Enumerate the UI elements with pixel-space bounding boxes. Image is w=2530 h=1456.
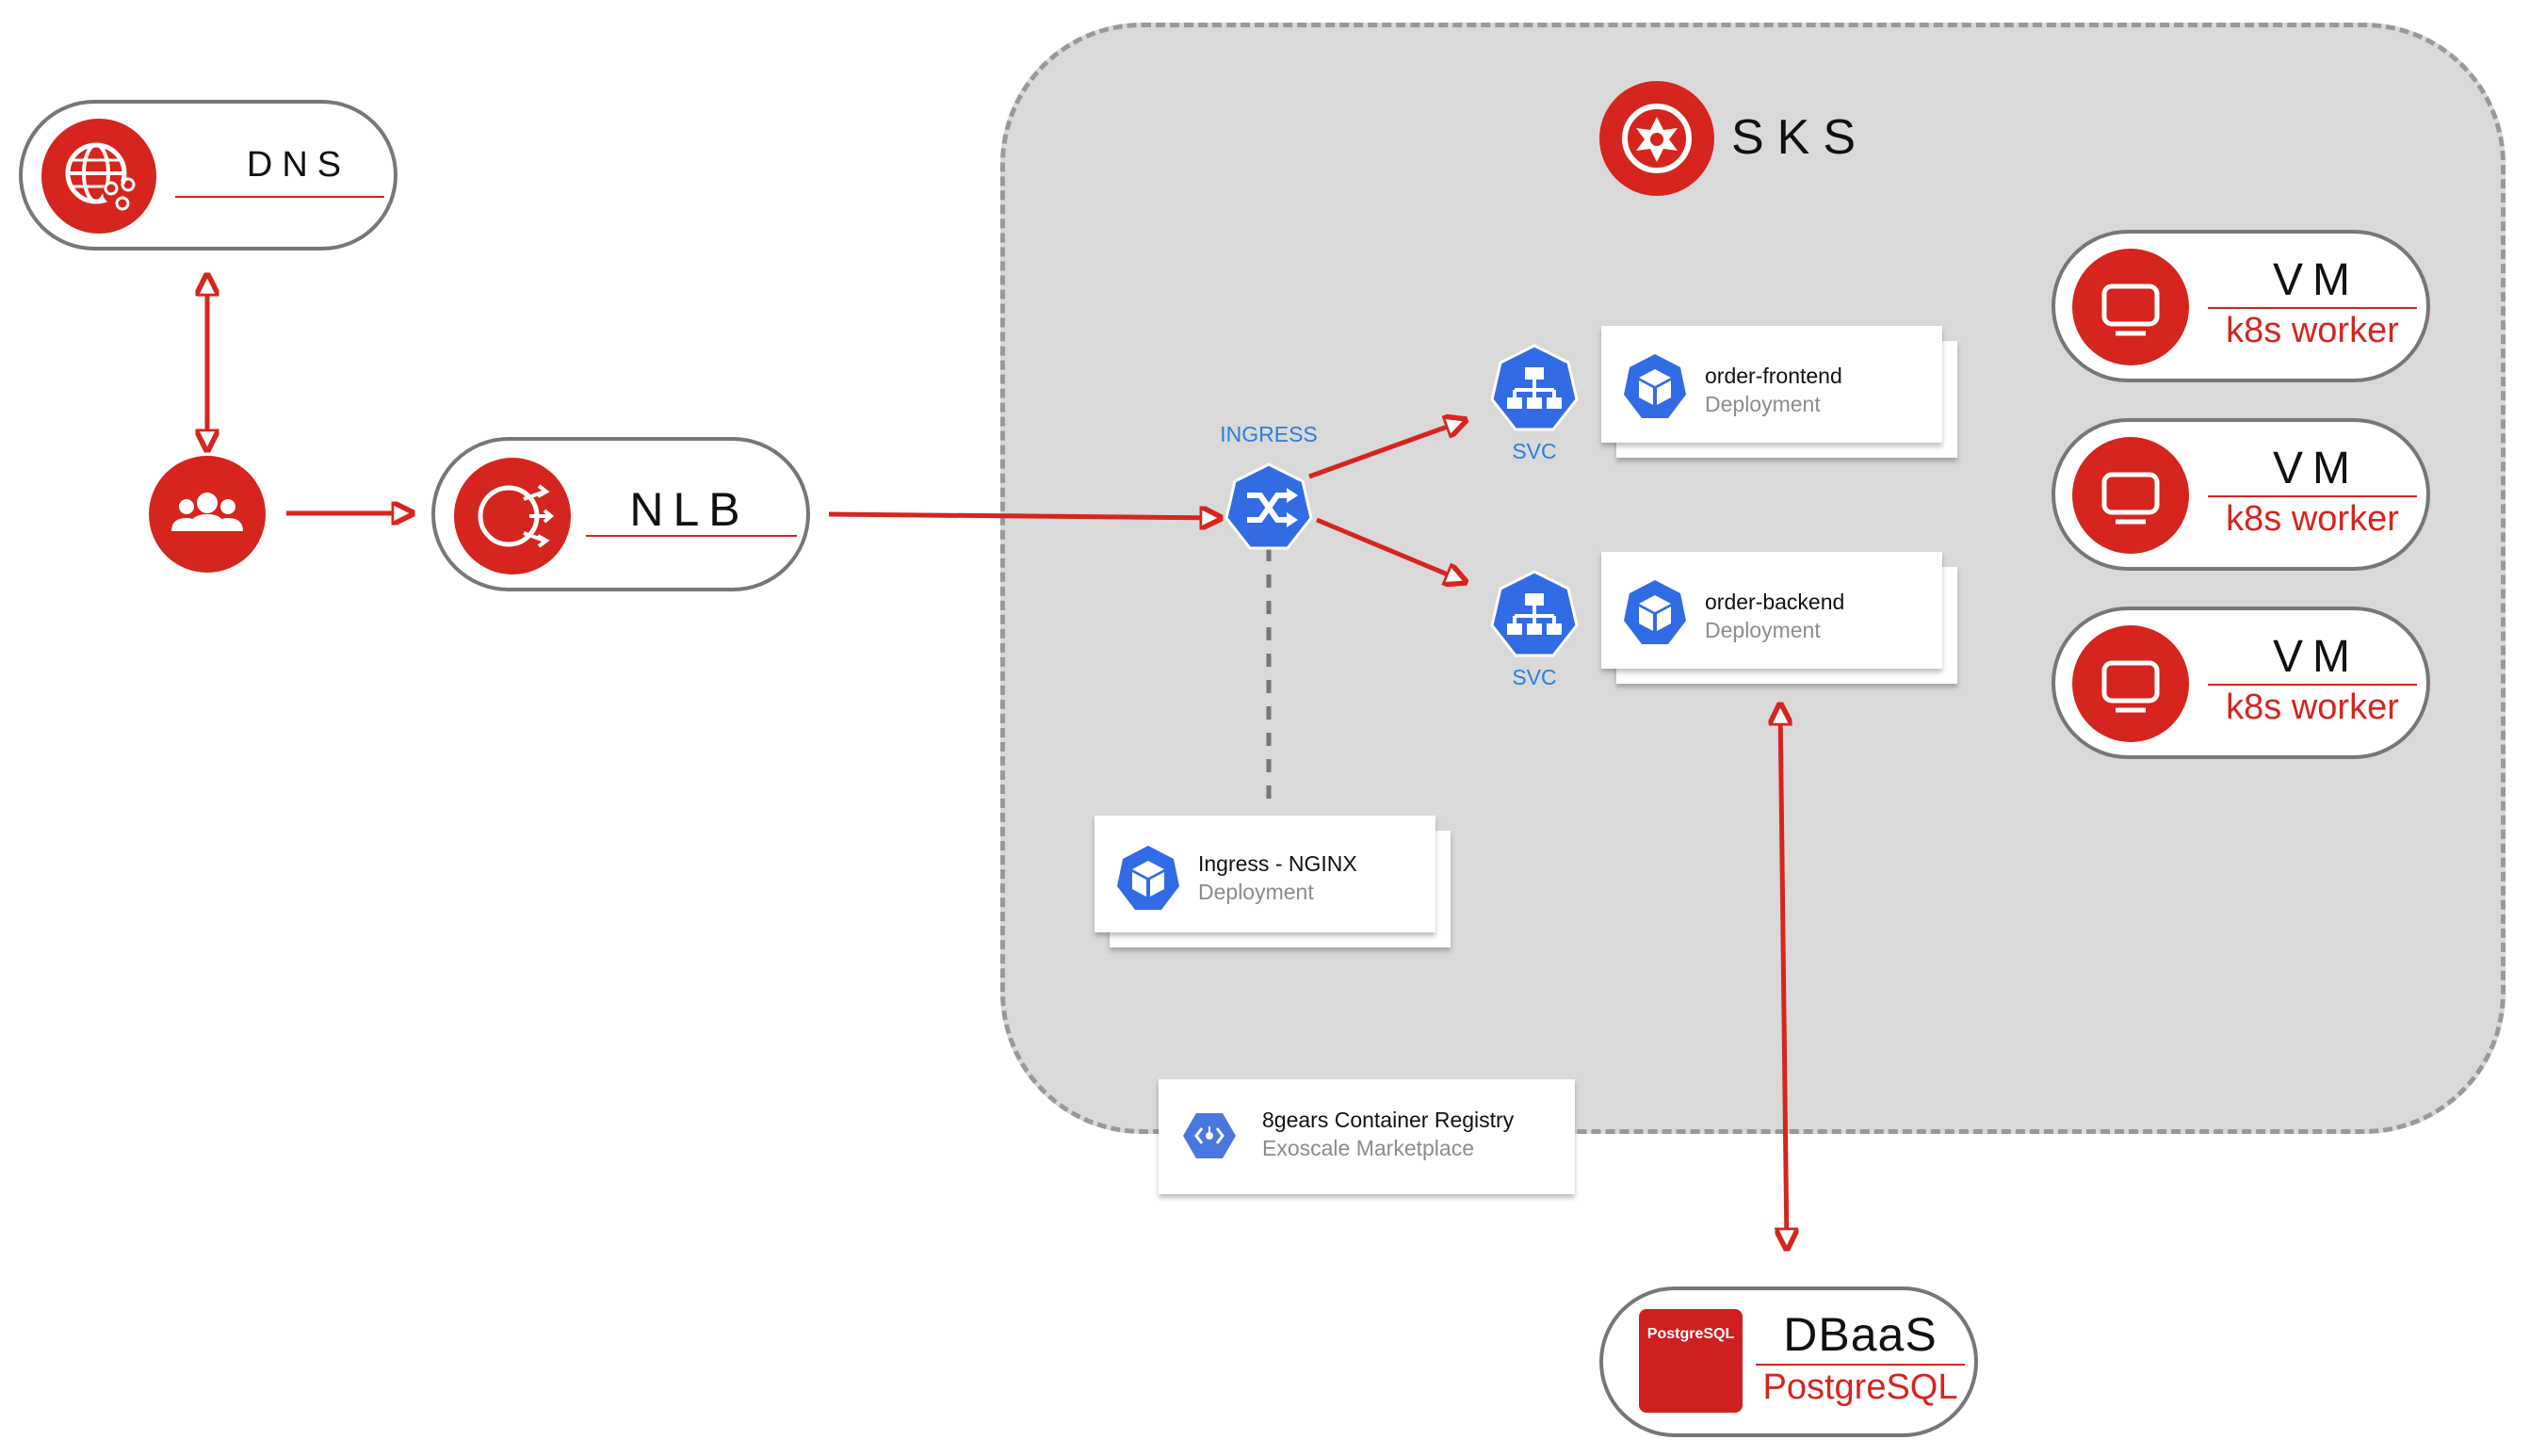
registry-title: 8gears Container Registry	[1262, 1108, 1515, 1132]
deployment-cube-icon	[1113, 844, 1183, 914]
dns-label: DNS	[246, 145, 351, 185]
nlb-label: NLB	[629, 483, 750, 536]
deployment-title: order-backend	[1705, 590, 1845, 614]
order-backend-deployment-card: order-backend Deployment	[1601, 552, 1942, 669]
load-balancer-icon	[454, 458, 571, 574]
worker-underline	[2208, 684, 2417, 686]
dbaas-underline	[1756, 1364, 1965, 1366]
svc-backend-label: SVC	[1512, 665, 1557, 689]
container-registry-card: 8gears Container Registry Exoscale Marke…	[1159, 1079, 1575, 1194]
backend-dbaas-arrow	[1780, 704, 1787, 1249]
worker-title: VM	[2273, 255, 2360, 305]
deployment-kind: Deployment	[1198, 880, 1314, 904]
worker-subtitle: k8s worker	[2226, 311, 2399, 350]
monitor-icon	[2072, 625, 2189, 742]
globe-network-icon	[41, 119, 156, 234]
deployment-cube-icon	[1620, 578, 1690, 648]
ingress-svc-frontend-arrow	[1308, 420, 1466, 479]
users-group-icon	[149, 456, 266, 573]
sks-kubernetes-icon	[1599, 81, 1714, 196]
worker-subtitle: k8s worker	[2226, 499, 2399, 539]
worker-underline	[2208, 307, 2417, 309]
nlb-ingress-arrow	[828, 514, 1221, 518]
nlb-node: NLB	[431, 437, 810, 591]
ingress-shuffle-icon	[1223, 461, 1315, 554]
deployment-kind: Deployment	[1705, 618, 1821, 642]
worker-vm-node: VM k8s worker	[2052, 607, 2430, 759]
deployment-title: Ingress - NGINX	[1198, 851, 1357, 876]
order-frontend-deployment-card: order-frontend Deployment	[1601, 326, 1942, 443]
postgresql-logo: PostgreSQL	[1639, 1309, 1743, 1413]
deployment-title: order-frontend	[1705, 364, 1842, 388]
monitor-icon	[2072, 437, 2189, 554]
dns-underline	[175, 196, 384, 198]
svc-backend-icon	[1488, 569, 1581, 661]
svc-frontend-icon	[1488, 343, 1581, 435]
registry-hexagon-icon	[1181, 1108, 1238, 1164]
dns-node: DNS	[19, 100, 397, 251]
worker-vm-node: VM k8s worker	[2052, 230, 2430, 382]
ingress-svc-backend-arrow	[1316, 517, 1466, 582]
registry-subtitle: Exoscale Marketplace	[1262, 1136, 1474, 1160]
worker-vm-node: VM k8s worker	[2052, 418, 2430, 571]
nlb-underline	[586, 535, 797, 537]
dbaas-title: DBaaS	[1783, 1308, 1938, 1361]
svc-frontend-label: SVC	[1512, 439, 1557, 463]
worker-subtitle: k8s worker	[2226, 688, 2399, 727]
sks-label: SKS	[1731, 110, 1870, 165]
deployment-cube-icon	[1620, 352, 1690, 422]
worker-title: VM	[2273, 632, 2360, 682]
worker-underline	[2208, 495, 2417, 497]
ingress-nginx-deployment-card: Ingress - NGINX Deployment	[1095, 816, 1435, 932]
ingress-label: INGRESS	[1220, 422, 1318, 446]
dbaas-subtitle: PostgreSQL	[1762, 1367, 1958, 1407]
deployment-kind: Deployment	[1705, 392, 1821, 416]
dbaas-node: PostgreSQL DBaaS PostgreSQL	[1599, 1286, 1978, 1437]
worker-title: VM	[2273, 444, 2360, 493]
postgresql-logo-text: PostgreSQL	[1646, 1326, 1735, 1342]
monitor-icon	[2072, 249, 2189, 365]
